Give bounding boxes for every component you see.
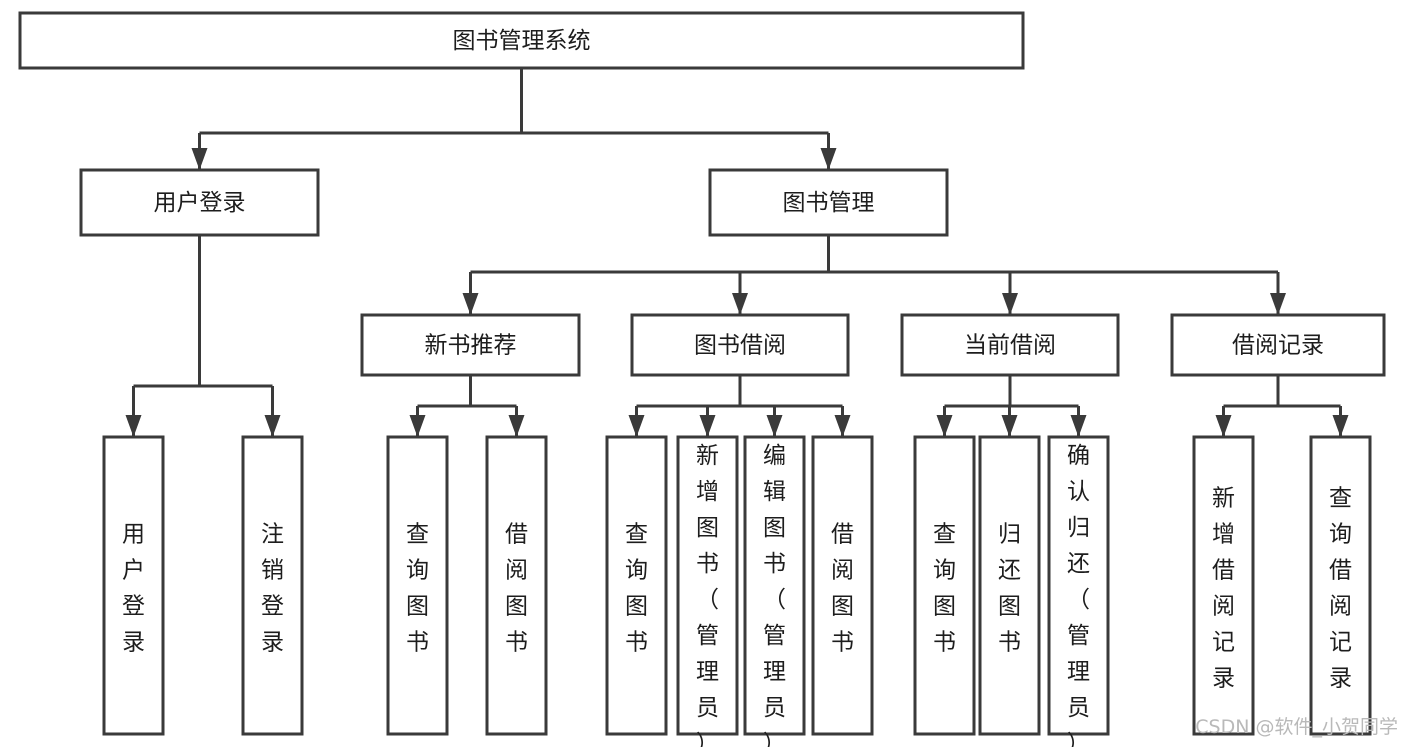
node-leaf-1-rect [241, 435, 304, 736]
node-leaf-5[interactable]: 新增图书（管理员） [676, 435, 739, 747]
node-leaf-5-label: 新增图书（管理员） [696, 443, 719, 747]
node-leaf-5-rect [676, 435, 739, 736]
connector-layer [125, 68, 1349, 437]
node-leaf-6-rect [743, 435, 806, 736]
node-leaf-9-label: 归还图书 [998, 522, 1021, 656]
node-leaf-10-label: 确认归还（管理员） [1067, 443, 1090, 747]
node-layer: 图书管理系统用户登录图书管理新书推荐图书借阅当前借阅借阅记录用户登录注销登录查询… [18, 11, 1386, 747]
csdn-watermark: CSDN @软件_小贺同学 [1195, 716, 1398, 738]
node-leaf-8-rect [913, 435, 976, 736]
node-leaf-9[interactable]: 归还图书 [978, 435, 1041, 736]
node-level1-1[interactable]: 图书管理 [708, 168, 949, 237]
node-level2-2-rect [900, 313, 1120, 377]
node-leaf-7[interactable]: 借阅图书 [811, 435, 874, 736]
node-level2-3-label: 借阅记录 [1232, 333, 1324, 359]
node-level2-1-rect [630, 313, 850, 377]
node-leaf-10-rect [1047, 435, 1110, 736]
node-level2-2-label: 当前借阅 [964, 333, 1056, 359]
node-leaf-12[interactable]: 查询借阅记录 [1309, 435, 1372, 736]
arrow-head-icon [766, 415, 783, 437]
node-leaf-12-label: 查询借阅记录 [1329, 486, 1352, 692]
node-leaf-8-label: 查询图书 [933, 522, 956, 656]
arrow-head-icon [462, 293, 479, 315]
node-leaf-1-label: 注销登录 [261, 522, 284, 656]
node-leaf-12-rect [1309, 435, 1372, 736]
arrow-head-icon [628, 415, 645, 437]
node-leaf-10[interactable]: 确认归还（管理员） [1047, 435, 1110, 747]
node-leaf-11-rect [1192, 435, 1255, 736]
node-level2-3-rect [1170, 313, 1386, 377]
node-leaf-0-label: 用户登录 [122, 522, 145, 656]
node-level2-3[interactable]: 借阅记录 [1170, 313, 1386, 377]
node-level2-0-label: 新书推荐 [425, 333, 517, 359]
node-level2-0[interactable]: 新书推荐 [360, 313, 581, 377]
arrow-head-icon [820, 148, 837, 170]
node-level2-0-rect [360, 313, 581, 377]
node-level1-0[interactable]: 用户登录 [79, 168, 320, 237]
arrow-head-icon [1215, 415, 1232, 437]
arrow-head-icon [1001, 415, 1018, 437]
node-level1-1-rect [708, 168, 949, 237]
node-level1-0-label: 用户登录 [154, 190, 246, 216]
node-leaf-2-label: 查询图书 [406, 522, 429, 656]
node-leaf-1[interactable]: 注销登录 [241, 435, 304, 736]
arrow-head-icon [1332, 415, 1349, 437]
node-leaf-11-label: 新增借阅记录 [1212, 486, 1235, 692]
node-leaf-7-rect [811, 435, 874, 736]
arrow-head-icon [508, 415, 525, 437]
arrow-head-icon [1270, 293, 1286, 315]
node-leaf-3[interactable]: 借阅图书 [485, 435, 548, 736]
node-leaf-2[interactable]: 查询图书 [386, 435, 449, 736]
arrow-head-icon [264, 415, 281, 437]
node-level2-1-label: 图书借阅 [694, 333, 786, 359]
node-leaf-4-label: 查询图书 [625, 522, 648, 656]
arrow-head-icon [834, 415, 851, 437]
node-root[interactable]: 图书管理系统 [18, 11, 1025, 70]
node-leaf-6[interactable]: 编辑图书（管理员） [743, 435, 806, 747]
node-level1-0-rect [79, 168, 320, 237]
node-leaf-0[interactable]: 用户登录 [102, 435, 165, 736]
node-leaf-3-label: 借阅图书 [505, 522, 528, 656]
arrow-head-icon [409, 415, 426, 437]
node-leaf-8[interactable]: 查询图书 [913, 435, 976, 736]
node-level1-1-label: 图书管理 [783, 190, 875, 216]
node-leaf-0-rect [102, 435, 165, 736]
node-leaf-11[interactable]: 新增借阅记录 [1192, 435, 1255, 736]
node-root-label: 图书管理系统 [453, 28, 591, 54]
arrow-head-icon [699, 415, 716, 437]
arrow-head-icon [936, 415, 953, 437]
node-level2-2[interactable]: 当前借阅 [900, 313, 1120, 377]
arrow-head-icon [1070, 415, 1087, 437]
node-root-rect [18, 11, 1025, 70]
node-leaf-4[interactable]: 查询图书 [605, 435, 668, 736]
arrow-head-icon [732, 293, 748, 315]
node-leaf-9-rect [978, 435, 1041, 736]
node-leaf-4-rect [605, 435, 668, 736]
node-leaf-7-label: 借阅图书 [831, 522, 854, 656]
arrow-head-icon [1002, 293, 1018, 315]
node-leaf-2-rect [386, 435, 449, 736]
arrow-head-icon [191, 148, 208, 170]
node-leaf-3-rect [485, 435, 548, 736]
arrow-head-icon [125, 415, 142, 437]
node-level2-1[interactable]: 图书借阅 [630, 313, 850, 377]
node-leaf-6-label: 编辑图书（管理员） [763, 443, 786, 747]
